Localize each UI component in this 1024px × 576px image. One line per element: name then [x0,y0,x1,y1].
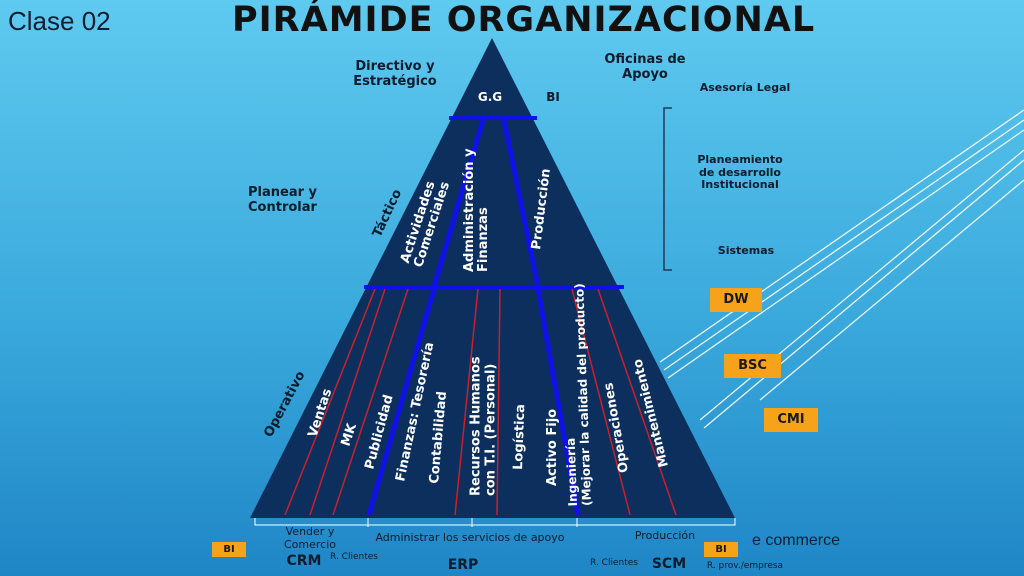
tactical-divider-right [501,119,541,288]
vender-label: Vender y Comercio [283,525,336,551]
dw-badge: DW [710,288,762,312]
oficinas-label: Oficinas de Apoyo [604,52,686,82]
operational-area-6: Logística [511,404,528,470]
scm-label: SCM [651,556,687,572]
operational-area-1: MK [339,421,361,448]
tactical-area-administracion: Administración yFinanzas [462,148,491,272]
class-label: Clase 02 [8,6,111,36]
operational-area-5: Recursos Humanoscon T.I. (Personal) [469,356,499,496]
operational-divider-left [366,288,437,516]
administrar-label: Administrar los servicios de apoyo [375,531,565,544]
r-prov-label: R. prov./empresa [706,561,784,571]
gg-label: G.G [478,90,502,104]
operational-divider-right [535,288,581,516]
directivo-label: Directivo y Estratégico [353,59,437,89]
support-office-sistemas: Sistemas [717,244,775,257]
operational-area-7: Activo Fijo [545,409,560,486]
r-clientes-left-label: R. Clientes [330,552,378,562]
support-bracket [663,107,672,271]
bottom-bracket [254,518,736,527]
crm-label: CRM [286,553,322,569]
bi-left-badge: BI [212,542,246,557]
produccion-bottom-label: Producción [634,529,696,542]
support-office-legal: Asesoría Legal [699,81,791,94]
operational-red-dividers [284,288,677,516]
ecommerce-label: e commerce [752,532,841,549]
r-clientes-right-label: R. Clientes [590,558,638,568]
operational-area-label: Activo Fijo [545,409,560,486]
planear-label: Planear y Controlar [248,185,318,215]
bi-apex-label: BI [546,90,560,104]
erp-label: ERP [447,557,479,573]
operational-area-label: Logística [511,404,528,470]
tactical-area-label: Administración yFinanzas [462,148,491,272]
cmi-badge: CMI [764,408,818,432]
page-title: PIRÁMIDE ORGANIZACIONAL [232,0,816,40]
support-office-planeamiento: Planeamiento de desarrollo Institucional [697,153,783,192]
bi-right-badge: BI [704,542,738,557]
operational-area-label: MK [339,421,361,448]
operational-area-label: Recursos Humanoscon T.I. (Personal) [469,356,499,496]
bsc-badge: BSC [724,354,781,378]
tactical-divider-left [431,119,486,288]
